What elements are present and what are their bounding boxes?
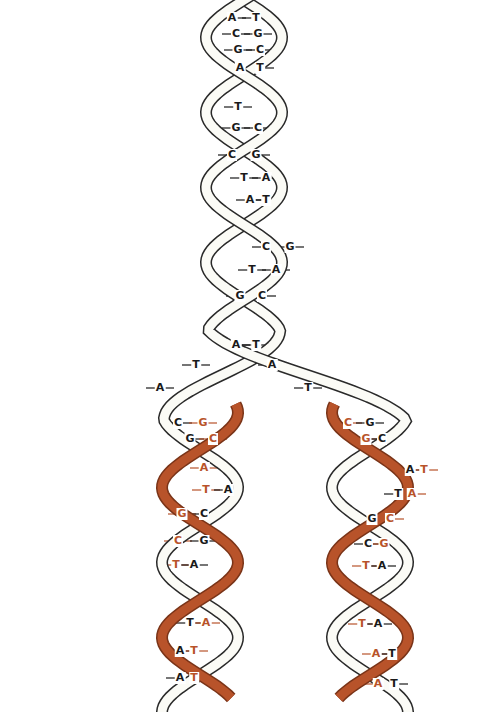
base-letter: G <box>184 433 195 445</box>
strand-outline <box>206 0 408 712</box>
base-letter: C <box>255 44 265 56</box>
base-letter: T <box>247 264 257 276</box>
base-letter: C <box>208 433 218 445</box>
base-letter: A <box>175 645 186 657</box>
base-letter: G <box>232 44 243 56</box>
base-letter: T <box>361 560 371 572</box>
base-letter: T <box>233 101 243 113</box>
base-letter: T <box>171 559 181 571</box>
strand-outline <box>332 404 408 698</box>
base-letter: C <box>173 535 183 547</box>
base-letter: G <box>252 28 263 40</box>
base-letter: A <box>267 359 278 371</box>
base-letter: A <box>223 484 234 496</box>
base-letter: C <box>257 290 267 302</box>
base-letter: A <box>189 559 200 571</box>
base-letter: C <box>385 513 395 525</box>
base-letter: G <box>366 513 377 525</box>
base-letter: C <box>253 122 263 134</box>
base-letter: A <box>155 382 166 394</box>
base-letter: G <box>364 417 375 429</box>
base-letter: T <box>201 484 211 496</box>
base-letter: T <box>191 359 201 371</box>
base-letter: A <box>201 617 212 629</box>
base-letter: A <box>235 62 246 74</box>
base-letter: T <box>251 339 261 351</box>
base-letter: C <box>199 508 209 520</box>
base-letter: T <box>251 12 261 24</box>
base-letter: T <box>387 648 397 660</box>
base-letter: A <box>371 648 382 660</box>
base-letter: C <box>231 28 241 40</box>
base-letter: G <box>176 508 187 520</box>
dna-strand <box>206 0 408 712</box>
base-letter: A <box>175 672 186 684</box>
base-letter: A <box>231 339 242 351</box>
dna-strand <box>162 404 238 698</box>
base-letter: A <box>261 172 272 184</box>
strand-outline <box>162 404 238 698</box>
base-letter: A <box>245 194 256 206</box>
base-letter: T <box>357 618 367 630</box>
base-letter: A <box>407 488 418 500</box>
base-letter: T <box>419 464 429 476</box>
base-letter: G <box>378 538 389 550</box>
base-letter: A <box>373 678 384 690</box>
base-letter: A <box>405 464 416 476</box>
base-letter: C <box>343 417 353 429</box>
base-letter: T <box>255 62 265 74</box>
base-letter: G <box>284 241 295 253</box>
base-letter: T <box>239 172 249 184</box>
base-letter: T <box>189 645 199 657</box>
base-letter: G <box>250 149 261 161</box>
base-letter: C <box>173 417 183 429</box>
base-letter: T <box>303 382 313 394</box>
base-letter: T <box>389 678 399 690</box>
base-letter: G <box>360 433 371 445</box>
base-letter: A <box>377 560 388 572</box>
base-letter: C <box>377 433 387 445</box>
base-letter: A <box>227 12 238 24</box>
base-letter: A <box>271 264 282 276</box>
base-letter: G <box>234 290 245 302</box>
base-letter: A <box>373 618 384 630</box>
dna-strand <box>332 404 408 698</box>
base-letter: T <box>189 672 199 684</box>
base-letter: C <box>227 149 237 161</box>
base-letter: A <box>199 462 210 474</box>
base-letter: T <box>185 617 195 629</box>
base-letter: G <box>198 535 209 547</box>
base-letter: C <box>363 538 373 550</box>
base-letter: C <box>261 241 271 253</box>
base-letter: G <box>230 122 241 134</box>
base-letter: G <box>197 417 208 429</box>
base-letter: T <box>261 194 271 206</box>
base-letter: T <box>393 488 403 500</box>
